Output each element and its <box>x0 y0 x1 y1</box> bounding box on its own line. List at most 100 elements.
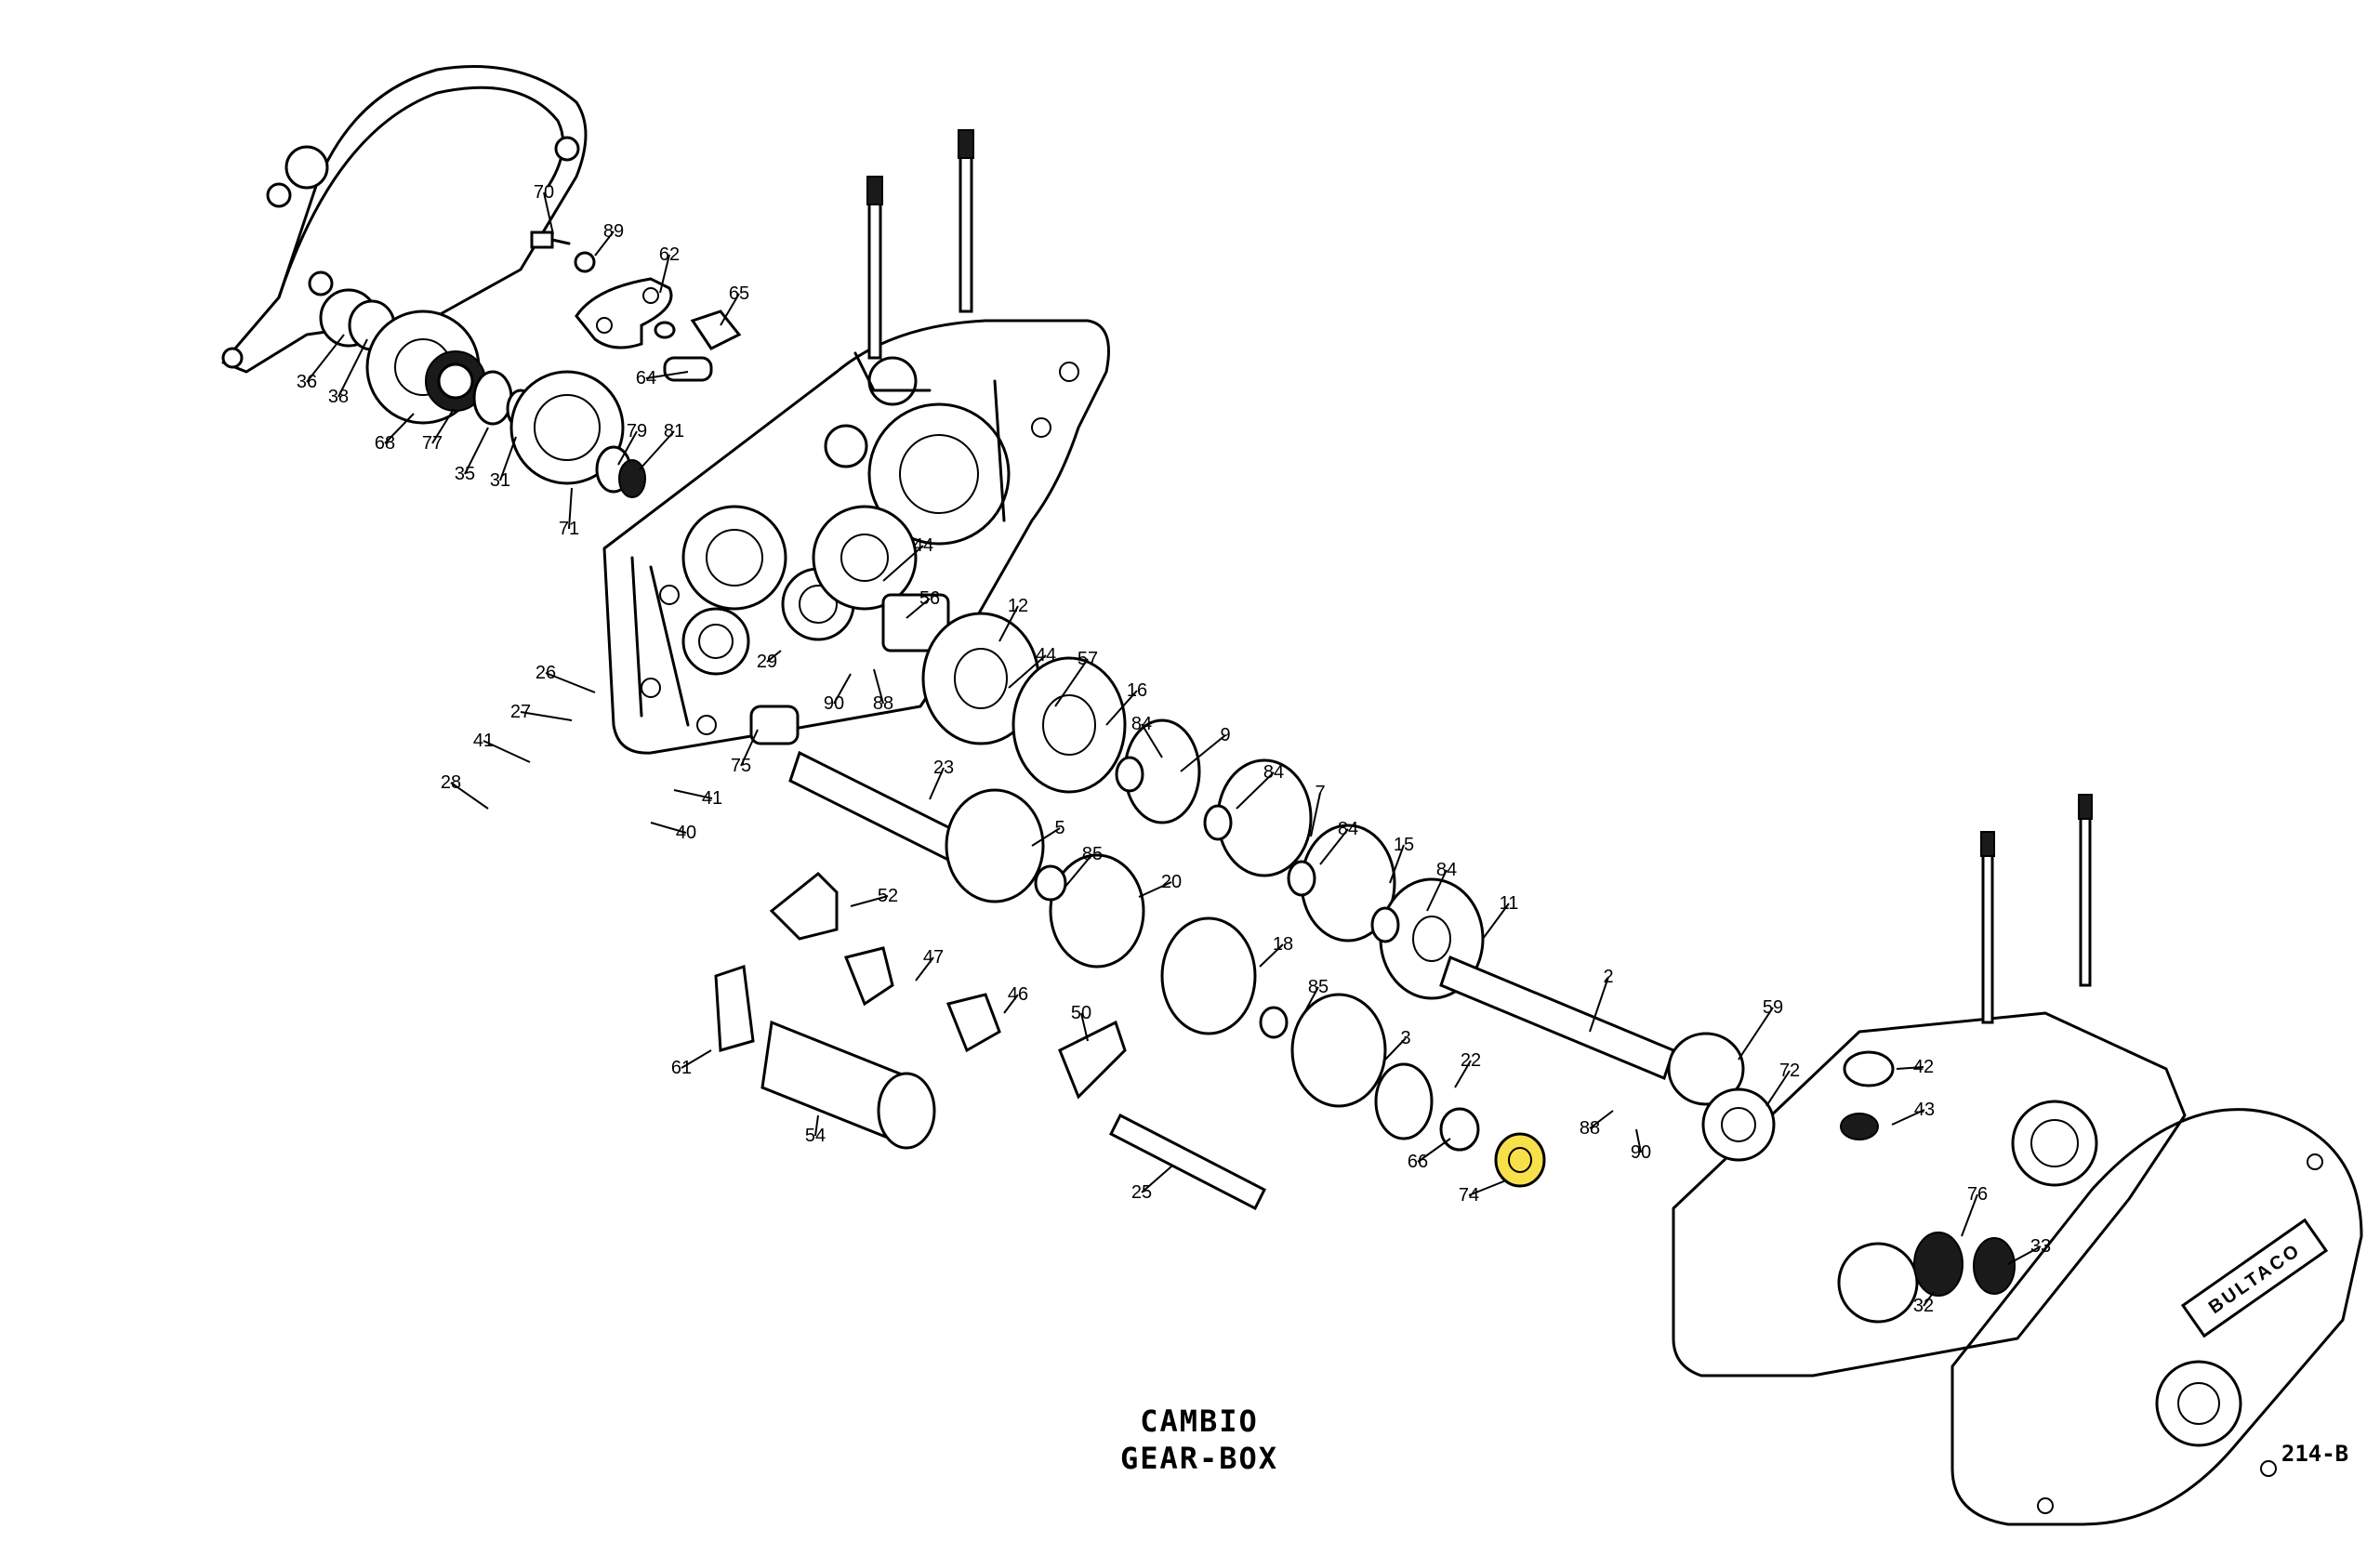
callout-label: 40 <box>676 823 696 843</box>
callout-label: 84 <box>1131 714 1152 734</box>
callout-leader <box>1138 881 1172 898</box>
callout-leader <box>814 1114 819 1137</box>
callout-label: 44 <box>913 535 933 556</box>
callout-leader <box>1891 1109 1925 1126</box>
callout-label: 90 <box>1631 1142 1651 1163</box>
callout-leader <box>483 740 531 763</box>
left-crankcase <box>602 129 1110 755</box>
callout-leader <box>1384 1037 1407 1061</box>
callout-leader <box>681 1049 712 1069</box>
callout-label: 26 <box>536 663 556 683</box>
callout-leader <box>617 430 638 466</box>
callout-label: 52 <box>878 886 898 906</box>
callout-label: 50 <box>1071 1003 1091 1023</box>
callout-leader <box>1482 903 1510 940</box>
callout-leader <box>520 711 573 721</box>
callout-label: 38 <box>328 387 349 407</box>
callout-leader <box>873 668 884 705</box>
callout-leader <box>594 231 615 257</box>
callout-leader <box>431 408 455 444</box>
callout-label: 41 <box>702 788 722 809</box>
callout-label: 7 <box>1315 783 1325 803</box>
callout-label: 46 <box>1008 984 1028 1005</box>
callout-leader <box>1635 1128 1642 1153</box>
callout-leader <box>673 789 713 799</box>
part-74-highlight[interactable] <box>1494 1132 1546 1188</box>
callout-leader <box>499 436 517 481</box>
callout-leader <box>650 822 687 834</box>
callout-leader <box>1468 1180 1507 1196</box>
selector-parts <box>714 871 1267 1211</box>
callout-leader <box>1310 792 1321 837</box>
callout-leader <box>543 191 554 235</box>
callout-leader <box>1417 1138 1451 1163</box>
callout-leader <box>645 371 689 379</box>
callout-leader <box>659 254 670 294</box>
callout-label: 47 <box>923 947 944 968</box>
callout-label: 33 <box>2030 1236 2051 1257</box>
callout-label: 25 <box>1131 1182 1152 1203</box>
callout-label: 16 <box>1127 680 1147 701</box>
callout-label: 5 <box>1054 818 1064 838</box>
callout-leader <box>545 672 596 693</box>
callout-leader <box>766 650 782 663</box>
callout-label: 61 <box>671 1058 692 1078</box>
callout-label: 35 <box>455 464 475 484</box>
callout-label: 20 <box>1161 872 1182 892</box>
cover-badge: BULTACO <box>2180 1218 2329 1338</box>
callout-label: 74 <box>1459 1185 1479 1206</box>
callout-leader <box>915 956 934 982</box>
callout-leader <box>306 334 345 383</box>
caption-line-1: CAMBIO <box>1140 1404 1259 1439</box>
callout-leader <box>1961 1193 1978 1237</box>
callout-leader <box>1923 1291 1935 1307</box>
callout-label: 77 <box>422 433 443 454</box>
callout-leader <box>1003 994 1019 1014</box>
callout-leader <box>998 605 1019 642</box>
callout-leader <box>1738 1007 1774 1061</box>
callout-leader <box>1008 654 1047 689</box>
callout-label: 43 <box>1914 1100 1935 1120</box>
callout-leader <box>464 427 489 475</box>
callout-leader <box>1031 827 1061 847</box>
callout-leader <box>906 598 931 619</box>
callout-label: 65 <box>729 283 749 304</box>
right-crankcase: BULTACO <box>1667 794 2363 1526</box>
callout-label: 88 <box>873 693 893 714</box>
callout-leader <box>720 293 740 326</box>
callout-leader <box>450 782 489 810</box>
left-side-cover <box>221 65 588 374</box>
callout-label: 59 <box>1763 997 1783 1018</box>
callout-label: 89 <box>603 221 624 242</box>
callout-label: 36 <box>297 372 317 392</box>
callout-label: 75 <box>731 756 751 776</box>
callout-leader <box>568 487 573 530</box>
callout-leader <box>1589 976 1609 1033</box>
callout-label: 41 <box>473 731 494 751</box>
callout-leader <box>1896 1066 1924 1070</box>
upper-left-parts <box>319 231 742 498</box>
callout-leader <box>1180 734 1226 772</box>
callout-leader <box>1105 690 1138 726</box>
callout-label: 66 <box>1408 1152 1428 1172</box>
callout-label: 57 <box>1078 649 1098 669</box>
callout-leader <box>1589 1110 1614 1129</box>
callout-leader <box>1301 986 1319 1019</box>
drawing-code: 214-B <box>2281 1441 2348 1467</box>
callout-label: 84 <box>1263 762 1284 783</box>
callout-label: 62 <box>659 244 680 265</box>
callout-label: 70 <box>534 182 554 203</box>
callout-leader <box>1064 853 1093 889</box>
callout-label: 85 <box>1082 844 1103 864</box>
callout-label: 76 <box>1967 1184 1988 1205</box>
callout-leader <box>1389 844 1405 884</box>
callout-label: 42 <box>1913 1057 1934 1077</box>
callout-label: 18 <box>1273 934 1293 955</box>
callout-label: 23 <box>933 758 954 778</box>
callout-leader <box>929 767 945 800</box>
callout-label: 44 <box>1036 645 1056 666</box>
callout-label: 81 <box>664 421 684 442</box>
callout-leader <box>740 729 759 767</box>
